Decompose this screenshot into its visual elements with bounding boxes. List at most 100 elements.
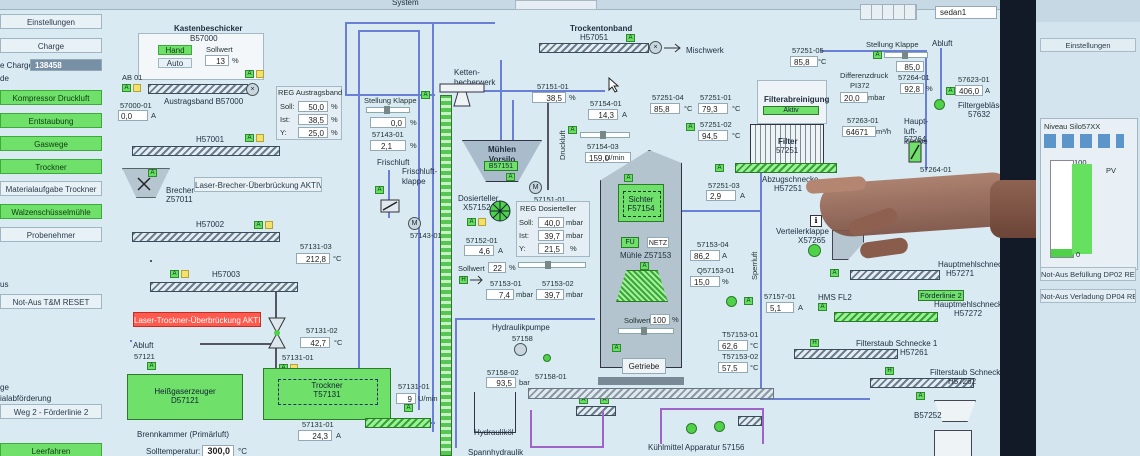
emergency-reset-fill[interactable]: Not-Aus Befüllung DP02 RESET: [1040, 267, 1136, 281]
emergency-reset-button[interactable]: Not-Aus T&M RESET: [0, 294, 102, 309]
filter-cleaning-status[interactable]: Aktiv: [763, 106, 819, 115]
trough-belt[interactable]: [539, 43, 649, 53]
pump-icon[interactable]: [714, 421, 725, 432]
cooler-unit[interactable]: [738, 416, 762, 426]
m57154-01-value: 14,3: [588, 109, 618, 120]
conveyor-h57003[interactable]: [150, 282, 298, 292]
reg-doser-soll[interactable]: 40,0: [538, 217, 564, 228]
combustion-setpoint[interactable]: 300,0: [202, 445, 234, 456]
main-screw-h57271[interactable]: [850, 270, 940, 280]
bucket-elevator[interactable]: [440, 95, 452, 456]
feed-line-badge[interactable]: Förderlinie 2: [918, 290, 964, 301]
m57251-05-id: 57251-05: [792, 46, 824, 55]
roller-mill-button[interactable]: Walzenschüsselmühle: [0, 204, 102, 219]
conveyor-h57001[interactable]: [132, 146, 280, 156]
dryer-screw[interactable]: [365, 418, 431, 428]
settings-button[interactable]: Einstellungen: [0, 14, 102, 29]
discharge-belt[interactable]: [148, 84, 248, 94]
mill-fu[interactable]: FU: [621, 237, 639, 248]
material-feed-button[interactable]: Materialaufgabe Trockner: [0, 181, 102, 196]
ab01-value: 0,0: [118, 110, 148, 121]
mill-netz[interactable]: NETZ: [647, 237, 669, 248]
info-icon[interactable]: ℹ: [810, 215, 822, 227]
dryer-bypass-alarm[interactable]: Laser-Trockner-Überbrückung AKTIV: [133, 312, 261, 327]
hydraulic-oil-label: Hydrauliköl: [474, 428, 514, 437]
filter-screw1[interactable]: [794, 349, 898, 359]
extract-screw[interactable]: [735, 163, 837, 173]
main-flap-slider[interactable]: [884, 51, 928, 59]
main-screw-h57272[interactable]: [834, 312, 938, 322]
filter-id: 57251: [776, 146, 799, 155]
flap-icon[interactable]: [908, 141, 922, 163]
status-indicator: A: [715, 164, 724, 172]
crusher-bypass-status[interactable]: Laser-Brecher-Überbrückung AKTIV: [194, 177, 322, 192]
filter-screw2[interactable]: [870, 378, 974, 388]
gas-paths-button[interactable]: Gaswege: [0, 136, 102, 151]
fresh-air-flap-label: Frischluft-klappe: [402, 167, 438, 186]
valve-pos-value[interactable]: 0,0: [370, 117, 406, 128]
motor-icon[interactable]: M: [529, 181, 542, 194]
dryer-button[interactable]: Trockner: [0, 159, 102, 174]
m57131-02-id: 57131-02: [306, 326, 338, 335]
box-feeder-setpoint[interactable]: 13: [205, 55, 229, 66]
motor-icon[interactable]: M: [408, 217, 421, 230]
mill-slider[interactable]: [618, 327, 674, 335]
diff-pressure-id: PI372: [850, 81, 870, 90]
toolbar-buttons[interactable]: [860, 4, 917, 20]
h57001-label: H57001: [196, 135, 225, 144]
gear-conveyor[interactable]: [576, 406, 616, 416]
top-bar: [0, 0, 1000, 10]
gear-box[interactable]: Getriebe: [622, 358, 666, 374]
doser-icon[interactable]: [489, 200, 511, 222]
filter-label: Filter: [778, 137, 798, 146]
extract-screw-label: Abzugschnecke: [762, 175, 819, 184]
setpoint-label: Sollwert: [206, 45, 233, 54]
hot-gas-generator[interactable]: Heißgaserzeuger D57121: [127, 374, 243, 420]
classifier[interactable]: Sichter F57154: [618, 184, 664, 222]
unit: °C: [334, 338, 343, 347]
pipe: [455, 90, 605, 92]
reg-doser-ist: 39,7: [538, 230, 564, 241]
status-indicator: A: [686, 123, 695, 131]
doser-setpoint-slider[interactable]: [518, 261, 586, 269]
unit: U/min: [605, 153, 625, 162]
dedusting-button[interactable]: Entstaubung: [0, 113, 102, 128]
compressor-button[interactable]: Kompressor Druckluft: [0, 90, 102, 105]
mill-setpoint[interactable]: 100: [650, 314, 670, 325]
run-empty-button[interactable]: Leerfahren: [0, 443, 102, 456]
second-settings-button[interactable]: Einstellungen: [1040, 38, 1136, 52]
pump-icon[interactable]: [514, 343, 527, 356]
diff-pressure-label: Differenzdruck: [840, 71, 889, 80]
emergency-reset-load[interactable]: Not-Aus Verladung DP04 RESET: [1040, 289, 1136, 303]
top-toolbar[interactable]: [515, 0, 597, 10]
floor: [528, 388, 774, 399]
route-button[interactable]: Weg 2 - Förderlinie 2: [0, 404, 102, 419]
main-flap-pct[interactable]: 85,0: [896, 61, 924, 72]
charge-button[interactable]: Charge: [0, 38, 102, 53]
motor-icon[interactable]: ×: [246, 83, 259, 96]
pressure-slider[interactable]: [580, 131, 630, 139]
level-toolbar[interactable]: [1044, 134, 1124, 148]
flap-icon[interactable]: [380, 199, 400, 213]
m57251-03-id: 57251-03: [708, 181, 740, 190]
crusher-id: Z57011: [166, 195, 193, 204]
user-field[interactable]: sedan1: [935, 6, 997, 19]
conveyor-h57002[interactable]: [132, 232, 280, 242]
status-indicator: A: [744, 297, 753, 305]
hand-button[interactable]: Hand: [158, 45, 192, 55]
main-screw2-label: Hauptmehlschnecke: [934, 300, 1000, 309]
sampler-button[interactable]: Probenehmer: [0, 227, 102, 242]
blower-icon[interactable]: [934, 99, 945, 110]
dryer-unit[interactable]: Trockner T57131: [263, 368, 391, 420]
m57251-02-value: 94,5: [698, 130, 728, 141]
fan-icon[interactable]: [726, 296, 737, 307]
doser-setpoint[interactable]: 22: [488, 262, 506, 273]
valve-slider[interactable]: [366, 106, 410, 114]
reg-belt-soll[interactable]: 50,0: [298, 101, 328, 112]
motor-icon[interactable]: ×: [649, 41, 662, 54]
grinding-table[interactable]: [616, 270, 668, 302]
pump-icon[interactable]: [686, 423, 697, 434]
valve-icon[interactable]: [268, 317, 286, 351]
auto-button[interactable]: Auto: [158, 58, 192, 68]
motor-icon[interactable]: [808, 244, 821, 257]
